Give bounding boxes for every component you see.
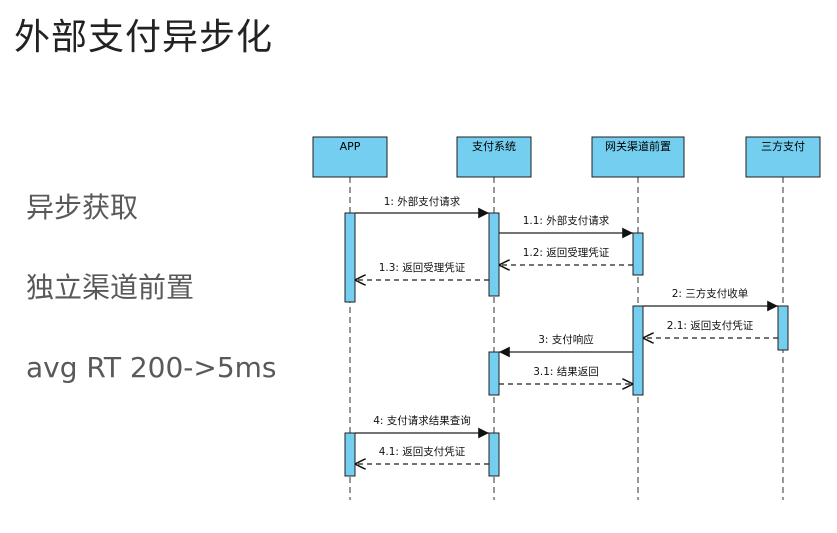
bullet-item: avg RT 200->5ms [26,351,277,384]
activation-bar [488,351,500,396]
message-label: 1.1: 外部支付请求 [523,214,610,227]
activation-bar [632,305,644,396]
participant-app: APP [312,136,388,178]
participant-label: 三方支付 [761,139,805,153]
activation-bar [344,212,356,303]
bullet-item: 独立渠道前置 [26,271,195,304]
bullet-list: 异步获取 独立渠道前置 avg RT 200->5ms [26,186,277,426]
activation-bar [488,432,500,477]
message-label: 1: 外部支付请求 [384,195,461,208]
message-label: 3.1: 结果返回 [533,365,599,378]
participant-third: 三方支付 [745,136,821,178]
slide-title: 外部支付异步化 [14,17,274,58]
participant-label: APP [340,140,361,153]
message-label: 4.1: 返回支付凭证 [379,445,466,458]
participant-label: 网关渠道前置 [605,139,671,153]
message-label: 4: 支付请求结果查询 [373,414,471,427]
message-label: 3: 支付响应 [538,333,594,346]
activation-bar [777,305,789,351]
activation-bar [632,232,644,276]
message-label: 2.1: 返回支付凭证 [667,319,754,332]
message-label: 1.2: 返回受理凭证 [523,246,610,259]
activation-bar [344,432,356,477]
activation-bar [488,212,500,297]
message-label: 2: 三方支付收单 [672,287,749,300]
participant-gw: 网关渠道前置 [591,136,685,178]
participant-pay: 支付系统 [456,136,532,178]
bullet-item: 异步获取 [26,191,139,224]
participant-label: 支付系统 [472,140,516,153]
message-label: 1.3: 返回受理凭证 [379,261,466,274]
